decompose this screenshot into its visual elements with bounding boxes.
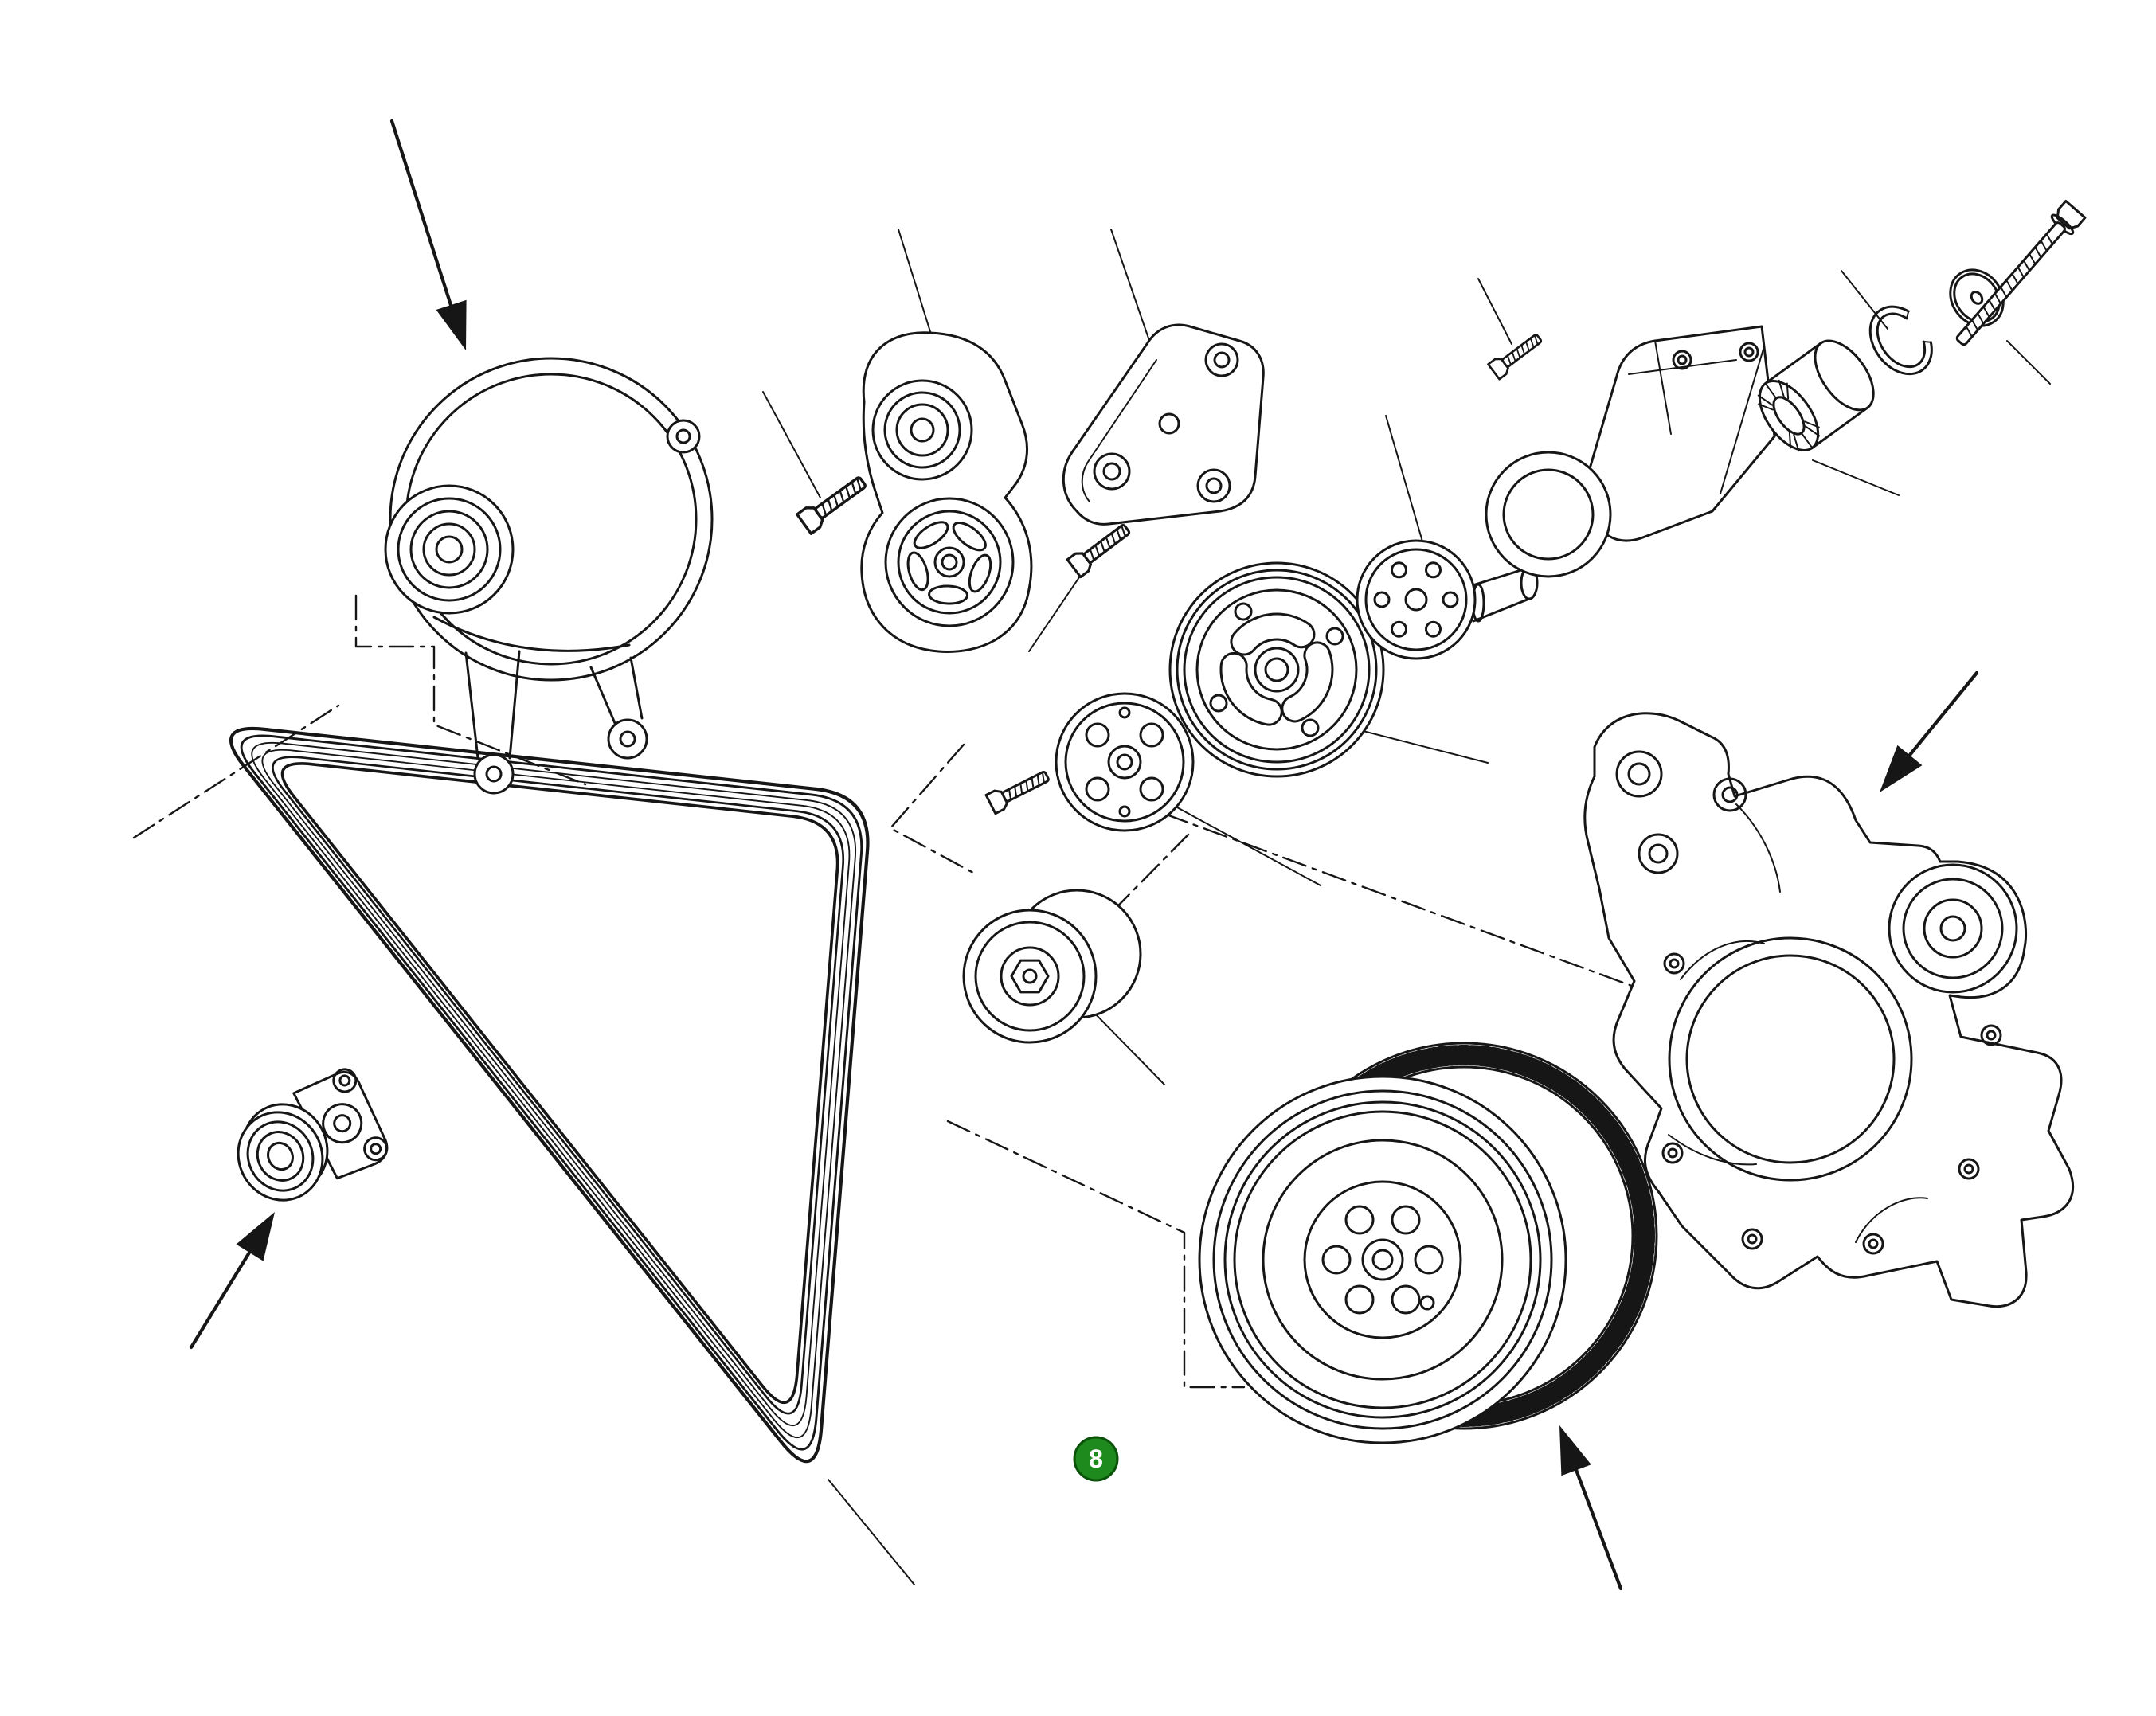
crankshaft-damper [1198,1075,1567,1444]
alternator-pulley [384,484,515,615]
idler-pulley [962,889,1142,1044]
pulley-hub-flange [1055,692,1195,832]
part-number-badge[interactable]: 8 [1073,1436,1119,1482]
tensioner-bolt [796,470,871,535]
hub-bolt [984,765,1053,815]
badge-circle-icon[interactable] [1073,1436,1119,1482]
mounting-bracket-plate [1062,323,1265,526]
timing-cover [1583,712,2075,1308]
badge-number: 8 [1089,1444,1103,1473]
oil-seal-housing [1888,863,2018,994]
callout-arrow-alternator [389,119,467,350]
alternator [384,357,714,795]
alternator-bracket [1485,325,1776,578]
belt-tensioner [860,331,1033,653]
water-pump-pulley [1168,561,1385,778]
long-bolt [1955,199,2087,346]
crankshaft-hub [1356,539,1539,660]
bearing [1757,339,1875,452]
small-bracket-bolt [1487,329,1546,381]
callout-arrow-damper [1559,1425,1623,1591]
callout-arrow-water-pump [189,1212,275,1350]
snap-ring [1868,305,1933,376]
bracket-bolt [1066,518,1135,579]
water-pump [237,1068,389,1202]
callout-arrow-timing-cover [1880,670,1979,792]
